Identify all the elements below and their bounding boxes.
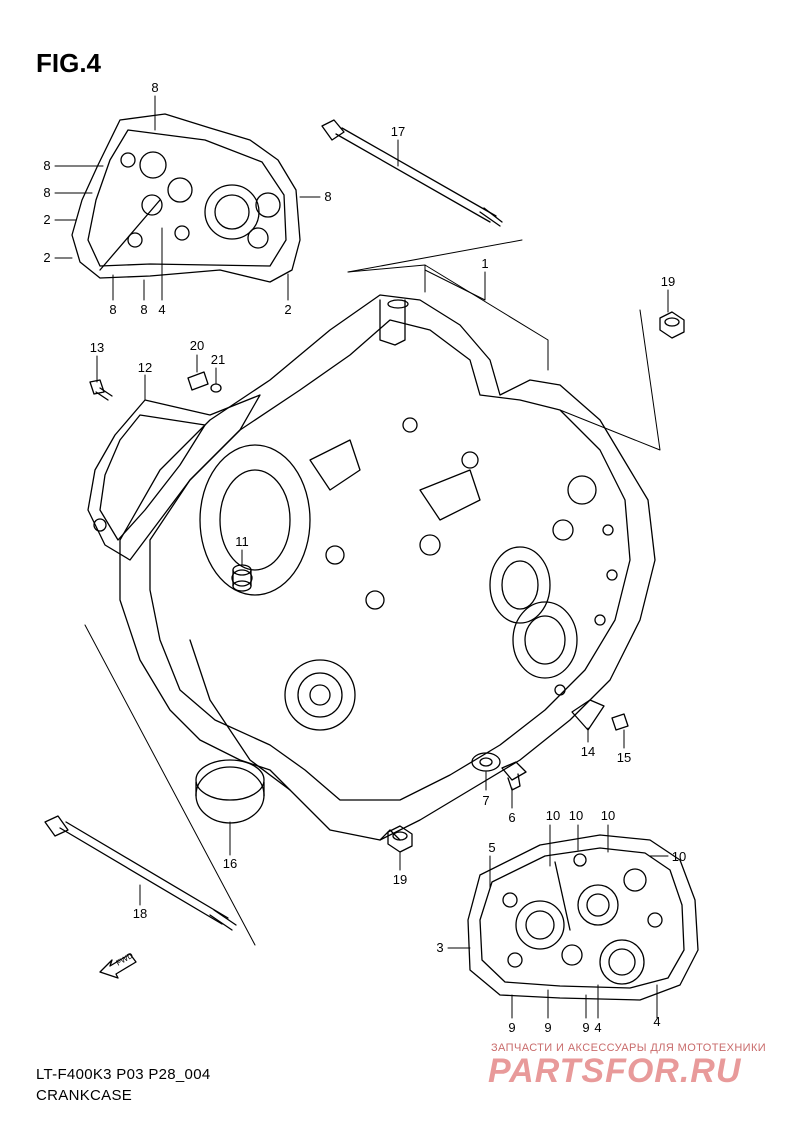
nut-19-bottom	[387, 825, 413, 853]
callout-16: 16	[223, 856, 237, 871]
o-ring-21	[210, 383, 222, 393]
bolt-13	[89, 379, 113, 401]
crankcase-half-left-inset	[71, 113, 301, 283]
callout-10d: 10	[672, 849, 686, 864]
crankcase-half-right-inset	[467, 834, 699, 1001]
washer-7	[471, 752, 501, 772]
figure-title: FIG.4	[36, 48, 102, 78]
callout-14: 14	[581, 744, 595, 759]
callout-13: 13	[90, 340, 104, 355]
callout-8c: 8	[43, 185, 50, 200]
callout-1: 1	[481, 256, 488, 271]
figure-name: CRANKCASE	[36, 1087, 133, 1104]
screw-15	[611, 713, 629, 731]
callout-20: 20	[190, 338, 204, 353]
callout-8e: 8	[109, 302, 116, 317]
callout-18: 18	[133, 906, 147, 921]
callout-8d: 8	[324, 189, 331, 204]
callout-19b: 19	[393, 872, 407, 887]
callout-12: 12	[138, 360, 152, 375]
callout-8f: 8	[140, 302, 147, 317]
cap-16	[195, 759, 265, 824]
callout-8a: 8	[151, 80, 158, 95]
callout-9c: 9	[582, 1020, 589, 1035]
jet-20	[187, 371, 209, 391]
callout-9b: 9	[544, 1020, 551, 1035]
callout-19a: 19	[661, 274, 675, 289]
callout-3: 3	[436, 940, 443, 955]
callout-2b: 2	[43, 250, 50, 265]
callout-6: 6	[508, 810, 515, 825]
callout-8b: 8	[43, 158, 50, 173]
callout-21: 21	[211, 352, 225, 367]
bolt-18	[44, 624, 256, 946]
callout-7: 7	[482, 793, 489, 808]
drain-plug-6	[501, 761, 527, 791]
model-code: LT-F400K3 P03 P28_004	[36, 1066, 211, 1083]
leader-lines	[54, 95, 669, 1019]
callout-10b: 10	[569, 808, 583, 823]
callout-5: 5	[488, 840, 495, 855]
bolt-17	[321, 119, 523, 273]
nut-19-top	[659, 311, 685, 339]
callout-4a: 4	[158, 302, 165, 317]
dowel-11	[232, 564, 252, 592]
callout-17: 17	[391, 124, 405, 139]
plate-14	[571, 699, 605, 731]
callout-labels: 1 2 2 2 3 4 4 4 5 6 7 8 8 8 8 8 8 9 9 9 …	[43, 80, 686, 1035]
callout-2a: 2	[43, 212, 50, 227]
watermark-tagline: ЗАПЧАСТИ И АКСЕССУАРЫ ДЛЯ МОТОТЕХНИКИ	[491, 1042, 767, 1054]
callout-9a: 9	[508, 1020, 515, 1035]
fwd-arrow	[99, 953, 137, 979]
callout-10c: 10	[601, 808, 615, 823]
callout-15: 15	[617, 750, 631, 765]
callout-4b: 4	[594, 1020, 601, 1035]
callout-4c: 4	[653, 1014, 660, 1029]
callout-11: 11	[235, 534, 249, 549]
gasket-12	[87, 394, 261, 561]
watermark-logo: PARTSFOR.RU	[488, 1052, 742, 1090]
callout-10a: 10	[546, 808, 560, 823]
callout-2c: 2	[284, 302, 291, 317]
